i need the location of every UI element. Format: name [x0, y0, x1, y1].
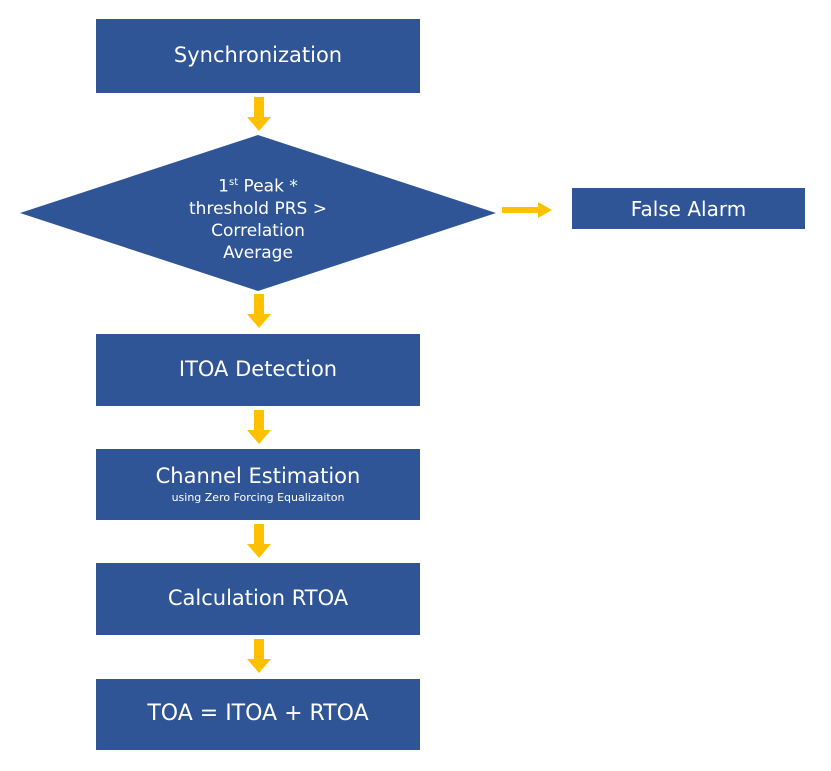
- calculation-rtoa-label: Calculation RTOA: [167, 586, 349, 611]
- decision-line1-sup: st: [229, 177, 239, 188]
- decision-text: 1st Peak * threshold PRS > Correlation A…: [158, 172, 358, 264]
- decision-diamond: [20, 135, 496, 291]
- false-alarm-box: False Alarm: [572, 188, 805, 229]
- channel-estimation-sublabel: using Zero Forcing Equalizaiton: [171, 490, 345, 504]
- decision-line3: Correlation: [211, 220, 305, 241]
- decision-line4: Average: [223, 242, 293, 263]
- channel-estimation-label: Channel Estimation: [155, 464, 361, 489]
- decision-line1-rest: Peak *: [238, 176, 298, 197]
- calculation-rtoa-box: Calculation RTOA: [96, 563, 420, 635]
- synchronization-label: Synchronization: [173, 43, 343, 68]
- false-alarm-label: False Alarm: [630, 196, 747, 221]
- itoa-detection-box: ITOA Detection: [96, 334, 420, 406]
- arrow-down-icon: [247, 639, 271, 673]
- arrow-right-icon: [502, 202, 552, 218]
- toa-formula-box: TOA = ITOA + RTOA: [96, 679, 420, 750]
- toa-formula-label: TOA = ITOA + RTOA: [147, 701, 369, 727]
- arrow-down-icon: [247, 524, 271, 558]
- arrow-down-icon: [247, 97, 271, 131]
- decision-line1-num: 1: [218, 176, 229, 197]
- arrow-down-icon: [247, 294, 271, 328]
- decision-line2: threshold PRS >: [189, 198, 327, 219]
- channel-estimation-box: Channel Estimation using Zero Forcing Eq…: [96, 449, 420, 520]
- synchronization-box: Synchronization: [96, 19, 420, 93]
- itoa-detection-label: ITOA Detection: [178, 357, 338, 382]
- arrow-down-icon: [247, 410, 271, 444]
